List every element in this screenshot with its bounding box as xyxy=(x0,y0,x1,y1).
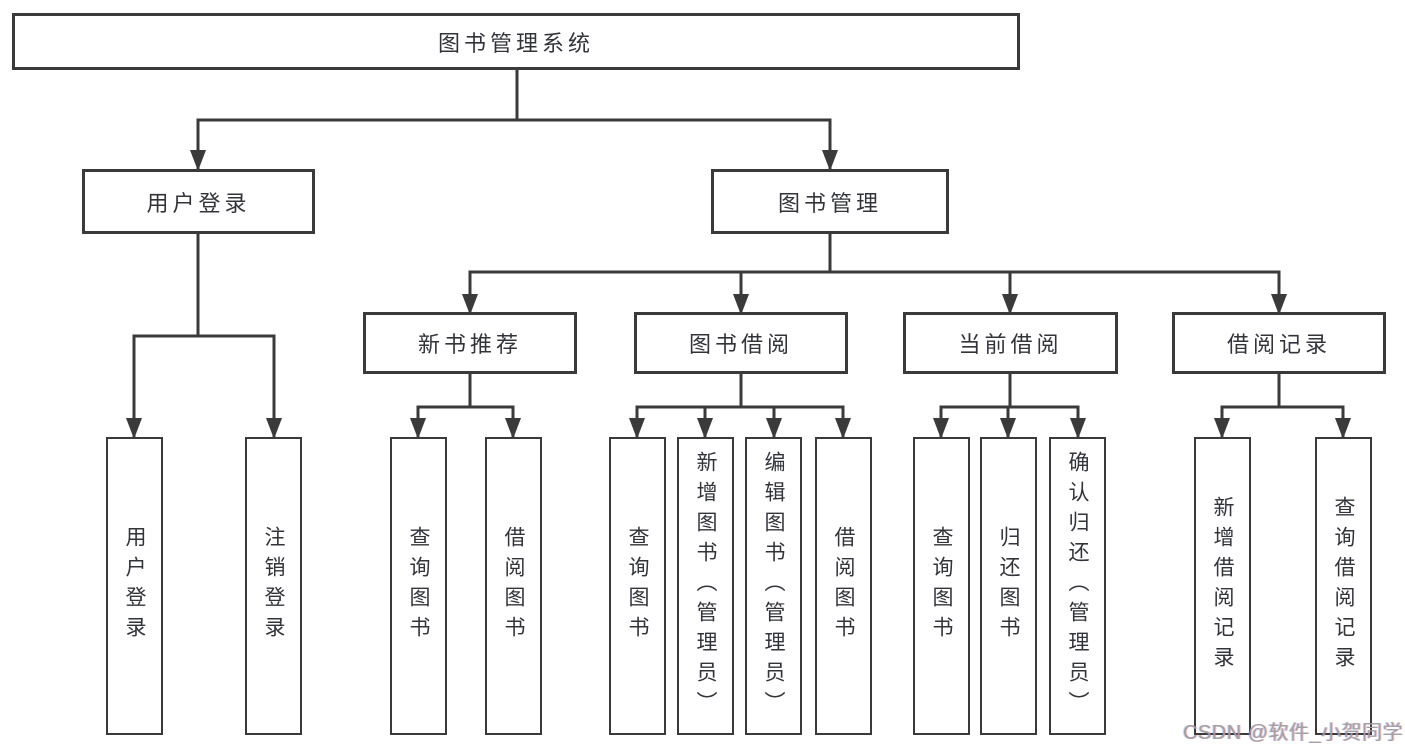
leaf-user-login: 用户登录 xyxy=(106,437,163,735)
node-borrow-records: 借阅记录 xyxy=(1172,312,1386,374)
node-label: 新书推荐 xyxy=(417,332,522,357)
node-book-management-system: 图书管理系统 xyxy=(12,13,1020,70)
node-current-borrowing: 当前借阅 xyxy=(903,312,1118,374)
arrowhead-icon xyxy=(697,418,713,439)
leaf-label: 借阅图书 xyxy=(832,526,855,646)
leaf-add-books-admin: 新增图书（管理员） xyxy=(677,437,734,735)
leaf-query-books-current: 查询图书 xyxy=(913,437,970,735)
leaf-label: 查询图书 xyxy=(930,526,953,646)
node-label: 图书管理 xyxy=(777,190,882,216)
leaf-label: 查询借阅记录 xyxy=(1332,496,1355,676)
leaf-query-books-borrowing: 查询图书 xyxy=(609,437,666,735)
leaf-logout: 注销登录 xyxy=(245,437,302,735)
leaf-label: 新增图书（管理员） xyxy=(694,451,717,721)
arrowhead-icon xyxy=(126,418,142,439)
arrowhead-icon xyxy=(629,418,645,439)
leaf-borrow-books-recommend: 借阅图书 xyxy=(485,437,542,735)
leaf-query-borrow-record: 查询借阅记录 xyxy=(1315,437,1372,735)
arrowhead-icon xyxy=(1002,294,1018,315)
leaf-label: 查询图书 xyxy=(626,526,649,646)
node-label: 用户登录 xyxy=(146,190,251,216)
csdn-watermark: CSDN @软件_小贺同学 xyxy=(1183,722,1404,744)
leaf-edit-books-admin: 编辑图书（管理员） xyxy=(745,437,802,735)
node-label: 图书管理系统 xyxy=(437,30,594,56)
arrowhead-icon xyxy=(1271,294,1287,315)
node-label: 当前借阅 xyxy=(958,332,1063,357)
arrowhead-icon xyxy=(1070,418,1086,439)
arrowhead-icon xyxy=(1000,418,1016,439)
leaf-confirm-return-admin: 确认归还（管理员） xyxy=(1049,437,1106,735)
leaf-label: 注销登录 xyxy=(262,526,285,646)
arrowhead-icon xyxy=(733,294,749,315)
arrowhead-icon xyxy=(1214,418,1230,439)
arrowhead-icon xyxy=(462,294,478,315)
arrowhead-icon xyxy=(766,418,782,439)
arrowhead-icon xyxy=(190,150,206,171)
connector-path xyxy=(132,70,1345,438)
node-label: 图书借阅 xyxy=(688,332,793,357)
leaf-borrow-books-borrowing: 借阅图书 xyxy=(815,437,872,735)
node-book-management: 图书管理 xyxy=(711,169,949,234)
arrowhead-icon xyxy=(933,418,949,439)
arrowhead-icon xyxy=(505,418,521,439)
arrowhead-icon xyxy=(835,418,851,439)
arrowhead-icon xyxy=(1335,418,1351,439)
leaf-label: 编辑图书（管理员） xyxy=(762,451,785,721)
arrowhead-icon xyxy=(410,418,426,439)
leaf-label: 查询图书 xyxy=(407,526,430,646)
node-new-book-recommend: 新书推荐 xyxy=(363,312,577,374)
leaf-add-borrow-record: 新增借阅记录 xyxy=(1194,437,1251,735)
leaf-label: 归还图书 xyxy=(997,526,1020,646)
node-label: 借阅记录 xyxy=(1226,332,1331,357)
leaf-label: 新增借阅记录 xyxy=(1211,496,1234,676)
leaf-label: 用户登录 xyxy=(123,526,146,646)
arrowhead-icons xyxy=(126,150,1351,439)
leaf-label: 确认归还（管理员） xyxy=(1066,451,1089,721)
leaf-return-books: 归还图书 xyxy=(980,437,1037,735)
arrowhead-icon xyxy=(266,418,282,439)
leaf-label: 借阅图书 xyxy=(502,526,525,646)
node-user-login: 用户登录 xyxy=(82,169,315,234)
arrowhead-icon xyxy=(822,150,838,171)
leaf-query-books-recommend: 查询图书 xyxy=(390,437,447,735)
node-book-borrowing: 图书借阅 xyxy=(634,312,848,374)
